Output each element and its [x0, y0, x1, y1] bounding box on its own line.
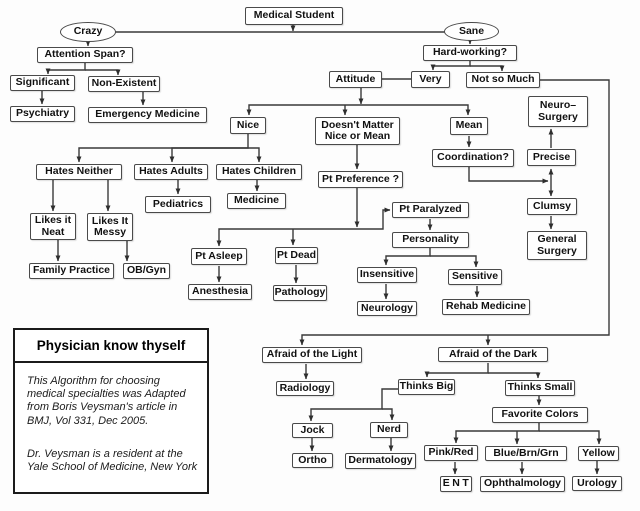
node-ob-gyn: OB/Gyn: [123, 263, 170, 279]
node-jock: Jock: [292, 423, 333, 438]
edge-thinks-big-nerd: [382, 408, 395, 421]
node-family-practice: Family Practice: [29, 263, 114, 279]
node-thinks-small: Thinks Small: [505, 380, 575, 396]
node-insensitive: Insensitive: [357, 267, 417, 283]
node-pathology: Pathology: [273, 285, 327, 301]
node-hard-working: Hard-working?: [423, 45, 517, 61]
edge-attention-significant: [45, 63, 86, 75]
node-general-surgery: General Surgery: [527, 231, 587, 260]
attribution-paragraph-author: Dr. Veysman is a resident at the Yale Sc…: [27, 447, 198, 474]
node-significant: Significant: [10, 75, 75, 91]
node-precise: Precise: [527, 149, 576, 166]
node-coordination: Coordination?: [432, 149, 514, 167]
node-sane: Sane: [444, 22, 499, 41]
edge-personality-insensitive: [383, 248, 431, 266]
node-not-so-much: Not so Much: [466, 72, 540, 88]
node-emergency-medicine: Emergency Medicine: [88, 107, 207, 123]
node-very: Very: [411, 71, 450, 88]
node-afraid-of-the-dark: Afraid of the Dark: [438, 347, 548, 362]
node-pt-dead: Pt Dead: [275, 247, 318, 264]
node-medical-student: Medical Student: [245, 7, 343, 25]
node-urology: Urology: [572, 476, 622, 491]
node-yellow: Yellow: [578, 446, 619, 461]
edges: [39, 24, 610, 475]
attribution-box: Physician know thyself This Algorithm fo…: [13, 328, 209, 494]
node-blue-brn-grn: Blue/Brn/Grn: [485, 446, 567, 461]
edge-nice-hates-neither: [76, 134, 249, 163]
node-favorite-colors: Favorite Colors: [492, 407, 588, 423]
node-ophthalmology: Ophthalmology: [480, 476, 565, 492]
edge-attitude-mean: [361, 104, 471, 116]
node-doesnt-matter: Doesn't Matter Nice or Mean: [315, 117, 400, 145]
node-hates-adults: Hates Adults: [134, 164, 208, 180]
node-ent: ENT: [440, 476, 472, 492]
node-thinks-big: Thinks Big: [398, 379, 455, 395]
node-neurology: Neurology: [357, 301, 417, 316]
node-attention-span: Attention Span?: [37, 47, 133, 63]
edge-attitude-nice: [246, 104, 361, 116]
node-nerd: Nerd: [370, 422, 408, 438]
edge-personality-sensitive: [430, 255, 479, 268]
node-psychiatry: Psychiatry: [10, 106, 75, 122]
attribution-title: Physician know thyself: [15, 330, 207, 363]
node-hates-children: Hates Children: [216, 164, 302, 180]
node-pt-asleep: Pt Asleep: [191, 248, 247, 265]
node-pink-red: Pink/Red: [424, 445, 478, 461]
attribution-paragraph-source: This Algorithm for choosing medical spec…: [27, 375, 186, 427]
edge-nice-hates-adults: [169, 147, 248, 163]
node-radiology: Radiology: [276, 381, 334, 396]
edge-not-so-much-afraid-light: [299, 79, 610, 346]
node-pt-paralyzed: Pt Paralyzed: [392, 202, 469, 218]
node-likes-it-messy: Likes It Messy: [87, 213, 133, 241]
node-clumsy: Clumsy: [527, 198, 577, 215]
node-mean: Mean: [450, 117, 488, 135]
node-likes-it-neat: Likes it Neat: [30, 213, 76, 240]
node-non-existent: Non-Existent: [88, 76, 160, 92]
edge-attention-non-existent: [85, 69, 121, 76]
node-crazy: Crazy: [60, 22, 116, 42]
edge-split-pt-asleep: [216, 228, 357, 247]
node-pediatrics: Pediatrics: [145, 196, 211, 213]
attribution-body: This Algorithm for choosing medical spec…: [15, 363, 207, 474]
edge-split-pt-paralyzed: [357, 207, 391, 230]
node-attitude: Attitude: [329, 71, 382, 88]
edge-favorite-yellow: [539, 430, 602, 445]
node-personality: Personality: [392, 232, 469, 248]
node-hates-neither: Hates Neither: [36, 164, 122, 180]
node-neuro-surgery: Neuro– Surgery: [528, 96, 588, 127]
node-dermatology: Dermatology: [345, 453, 416, 469]
node-nice: Nice: [230, 117, 266, 134]
edge-coordination-rail: [468, 167, 549, 184]
edge-hard-working-not-so-much: [470, 65, 505, 72]
edge-afraid-dark-thinks-small: [488, 372, 541, 379]
node-anesthesia: Anesthesia: [188, 284, 252, 300]
edge-favorite-pink-red: [453, 423, 540, 444]
node-medicine: Medicine: [227, 193, 286, 209]
node-pt-preference: Pt Preference ?: [318, 171, 403, 188]
node-sensitive: Sensitive: [448, 269, 502, 285]
node-ortho: Ortho: [292, 453, 333, 468]
edge-afraid-dark-thinks-big: [424, 363, 489, 378]
node-afraid-of-the-light: Afraid of the Light: [262, 347, 362, 363]
node-rehab-medicine: Rehab Medicine: [442, 299, 530, 315]
edge-nice-hates-children: [248, 147, 262, 163]
edge-hard-working-very: [430, 61, 471, 71]
